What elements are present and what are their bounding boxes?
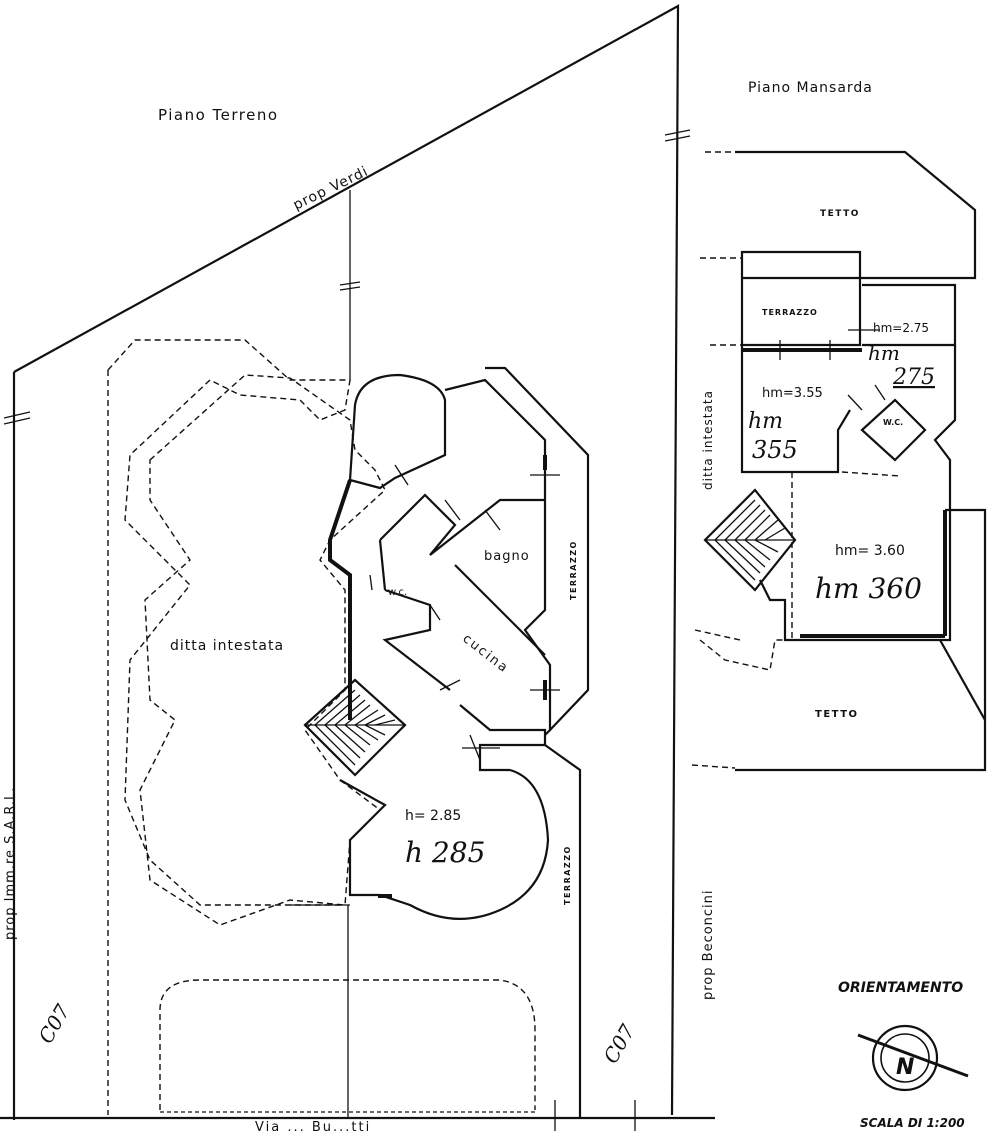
- bath-wall: [429, 498, 545, 556]
- mark-right: C07: [599, 1020, 640, 1068]
- wc-label: w.c.: [388, 587, 407, 598]
- roof-edge-dashed: [694, 629, 741, 641]
- living-room-wall: [339, 768, 550, 920]
- prop-north-label: prop Verdi: [291, 163, 371, 213]
- orientation-label: ORIENTAMENTO: [838, 980, 963, 996]
- roof-top-outline: [735, 150, 977, 280]
- break-mark: [664, 129, 691, 136]
- break-mark: [3, 417, 31, 425]
- bath-label: bagno: [484, 549, 530, 564]
- terrace-south-label: TERRAZZO: [563, 845, 572, 905]
- door-tick: [847, 394, 863, 411]
- legend: ORIENTAMENTO N SCALA DI 1:200: [838, 980, 969, 1130]
- attic-lower-dashed: [699, 639, 785, 671]
- attic-dashed-partition: [841, 471, 901, 477]
- break-mark: [664, 135, 691, 142]
- attic-terrace-room: [740, 250, 862, 347]
- roof-edge-dashed: [691, 764, 736, 769]
- roof-top-label: TETTO: [820, 209, 860, 219]
- stair-attic: [703, 488, 797, 592]
- lot-boundary-north-east: [13, 4, 680, 1116]
- street-label: Via ... Bu...tti: [255, 1120, 371, 1131]
- kitchen-wall: [382, 588, 451, 691]
- east-wall: [444, 378, 552, 736]
- attic-h275-hand-b: 275: [892, 365, 935, 390]
- terrace-east-label: TERRAZZO: [569, 540, 578, 600]
- attic-h275-hand-a: hm: [868, 341, 900, 365]
- roof-hip-line: [939, 639, 986, 721]
- attic-main-room: [759, 345, 957, 642]
- scale-label: SCALA DI 1:200: [860, 1116, 965, 1130]
- garden-outline: [107, 339, 351, 906]
- break-mark: [3, 411, 31, 419]
- stair-ground: [303, 678, 407, 777]
- attic-owner-label: ditta intestata: [701, 390, 715, 490]
- ground-owner-label: ditta intestata: [170, 638, 284, 654]
- door-tick: [874, 384, 886, 401]
- door-tick: [484, 509, 501, 531]
- wc-wall: [379, 493, 457, 556]
- break-mark: [339, 286, 361, 291]
- prop-west-label: prop Imm.re S.A.R.L.: [3, 787, 18, 940]
- door-tick: [439, 679, 461, 691]
- door-tick: [429, 604, 441, 621]
- attic-terrace-label: TERRAZZO: [762, 308, 818, 317]
- terrace-east-wall: [485, 366, 590, 731]
- prop-east-label: prop Beconcini: [701, 889, 716, 1000]
- attic-wc: [860, 398, 927, 462]
- mark-left: C07: [34, 1000, 75, 1048]
- door-tick: [444, 499, 461, 521]
- terrace-south-wall: [544, 744, 582, 1118]
- north-arrow-icon: N: [857, 1024, 969, 1092]
- north-label: N: [896, 1055, 914, 1080]
- attic-room-355: [740, 345, 851, 474]
- driveway-outline: [159, 979, 536, 1110]
- attic-room-275: [862, 283, 957, 347]
- attic-h360-hand: hm 360: [815, 572, 922, 605]
- break-mark: [339, 281, 361, 286]
- door-tick: [394, 464, 409, 486]
- attic-h355-typed: hm=3.55: [762, 386, 823, 401]
- door-tick: [369, 574, 373, 591]
- ground-height-handwritten: h 285: [405, 836, 485, 869]
- west-wall: [328, 479, 352, 720]
- attic-wc-label: W.C.: [883, 418, 903, 427]
- building-footprint-dashed: [139, 374, 386, 926]
- attic-floor-title: Piano Mansarda: [748, 80, 873, 96]
- attic-h355-hand-b: 355: [752, 436, 798, 464]
- kitchen-label: cucina: [460, 631, 512, 676]
- attic-h275-typed: hm=2.75: [873, 321, 929, 335]
- ground-height-typed: h= 2.85: [405, 808, 461, 824]
- roof-bottom-label: TETTO: [815, 709, 859, 720]
- door-tick: [469, 734, 481, 761]
- wc-west-wall: [378, 539, 387, 591]
- ground-floor-title: Piano Terreno: [158, 106, 279, 124]
- attic-h355-hand-a: hm: [748, 409, 783, 434]
- attic-floor-plan: Piano Mansarda TETTO TETTO TERRAZZO ditt…: [691, 80, 987, 772]
- roof-bottom-outline: [735, 508, 987, 772]
- attic-h360-typed: hm= 3.60: [835, 543, 905, 559]
- round-room-north: [348, 373, 447, 490]
- ground-floor-plan: Piano Terreno prop Verdi prop Imm.re S.A…: [0, 4, 716, 1131]
- kitchen-diagonal-wall: [454, 564, 546, 656]
- kitchen-south-wall: [459, 704, 547, 772]
